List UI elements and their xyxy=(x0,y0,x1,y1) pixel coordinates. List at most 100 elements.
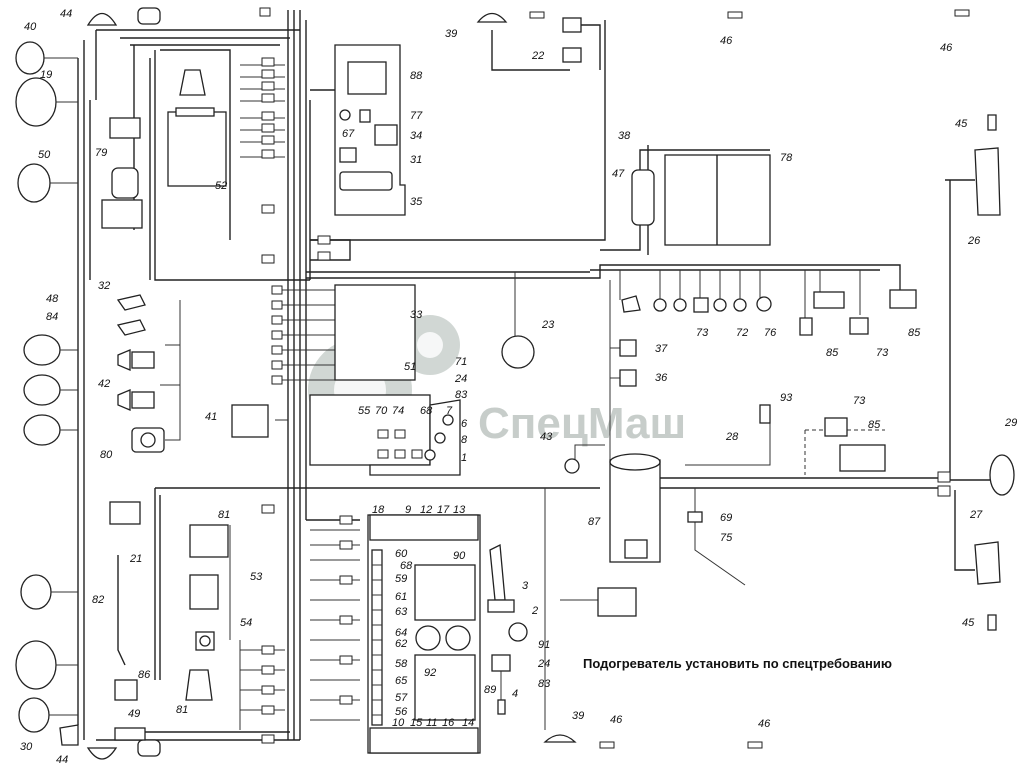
label: 72 xyxy=(736,327,748,339)
label: 49 xyxy=(128,708,140,720)
lamp-43 xyxy=(564,458,580,474)
switch-86 xyxy=(114,679,138,701)
motor-base-79 xyxy=(101,199,143,229)
label: 18 xyxy=(372,504,385,516)
heater-note: Подогреватель установить по спецтребован… xyxy=(583,656,892,671)
sensor-69 xyxy=(687,511,703,523)
label: 34 xyxy=(410,130,422,142)
lever-3 xyxy=(489,543,506,601)
label: 15 xyxy=(410,717,423,729)
label: 52 xyxy=(215,180,227,192)
speaker-81 xyxy=(185,669,213,701)
label: 26 xyxy=(967,235,981,247)
label: 43 xyxy=(540,431,553,443)
label: 17 xyxy=(437,504,450,516)
label: 65 xyxy=(395,675,408,687)
label: 16 xyxy=(442,717,455,729)
fan-42a xyxy=(117,349,131,371)
sensor-36 xyxy=(619,369,637,387)
label: 73 xyxy=(696,327,709,339)
label: 50 xyxy=(38,149,51,161)
switch-4 xyxy=(491,654,511,672)
lamp-26 xyxy=(974,147,1001,216)
gauge-92 xyxy=(415,625,441,651)
label: 91 xyxy=(538,639,550,651)
sensor-37 xyxy=(619,339,637,357)
washer-32 xyxy=(116,294,146,311)
label: 39 xyxy=(445,28,457,40)
label: 22 xyxy=(531,50,544,62)
label: 46 xyxy=(720,35,733,47)
label: 33 xyxy=(410,309,423,321)
beacon-39-bottom xyxy=(543,734,577,743)
left-components xyxy=(101,69,269,741)
label: 21 xyxy=(129,553,142,565)
label: 7 xyxy=(446,405,453,417)
connectors xyxy=(259,7,970,749)
sensor-93 xyxy=(759,404,771,424)
label: 75 xyxy=(720,532,733,544)
label: 35 xyxy=(410,196,423,208)
lamp-29 xyxy=(989,454,1015,496)
unit-47 xyxy=(631,169,655,226)
label: 92 xyxy=(424,667,436,679)
switch-30 xyxy=(59,724,79,746)
relay-85a xyxy=(813,291,845,309)
label: 82 xyxy=(92,594,104,606)
marker-45-bottom xyxy=(987,614,997,631)
label: 19 xyxy=(40,69,52,81)
label: 6 xyxy=(461,418,468,430)
gauge-90 xyxy=(414,564,476,621)
label: 1 xyxy=(461,452,467,464)
fuse-49 xyxy=(114,727,146,741)
label: 64 xyxy=(395,627,407,639)
horn-2 xyxy=(23,374,61,406)
item-labels: 44 40 19 50 79 52 32 48 84 42 41 80 21 8… xyxy=(20,8,1017,766)
fuse-21 xyxy=(109,501,141,525)
horn-3 xyxy=(23,414,61,446)
unit-52 xyxy=(167,111,227,187)
label: 58 xyxy=(395,658,408,670)
cluster-55 xyxy=(309,394,431,466)
relay-85c xyxy=(839,444,886,472)
label: 62 xyxy=(395,638,407,650)
beacon-44-top xyxy=(86,12,118,26)
relay-top xyxy=(137,7,161,25)
label: 31 xyxy=(410,154,422,166)
box-right xyxy=(597,587,637,617)
label: 27 xyxy=(969,509,983,521)
lamp-50 xyxy=(17,163,51,203)
label: 74 xyxy=(392,405,404,417)
lamp-27 xyxy=(974,541,1001,585)
instrument-cluster-middle xyxy=(309,284,461,476)
label: 85 xyxy=(826,347,839,359)
label: 12 xyxy=(420,504,432,516)
label: 56 xyxy=(395,706,408,718)
fan-42b xyxy=(117,389,131,411)
label: 73 xyxy=(853,395,866,407)
motor-79 xyxy=(111,167,139,199)
label: 36 xyxy=(655,372,668,384)
label: 51 xyxy=(404,361,416,373)
ignition-2 xyxy=(508,622,528,642)
label: 81 xyxy=(176,704,188,716)
label: 32 xyxy=(98,280,110,292)
label: 48 xyxy=(46,293,59,305)
unit-53 xyxy=(189,574,219,610)
label: 73 xyxy=(876,347,889,359)
label: 13 xyxy=(453,504,466,516)
right-upper xyxy=(476,12,1015,631)
gauge-89 xyxy=(414,654,476,721)
beacon-39-top xyxy=(476,12,508,23)
label: 78 xyxy=(780,152,793,164)
sensor-73a xyxy=(693,297,709,313)
unit-34 xyxy=(374,124,398,146)
horn-48 xyxy=(23,334,61,366)
label: 47 xyxy=(612,168,625,180)
label: 89 xyxy=(484,684,496,696)
label: 80 xyxy=(100,449,113,461)
label: 10 xyxy=(392,717,405,729)
marker-45-top xyxy=(987,114,997,131)
label: 3 xyxy=(522,580,529,592)
